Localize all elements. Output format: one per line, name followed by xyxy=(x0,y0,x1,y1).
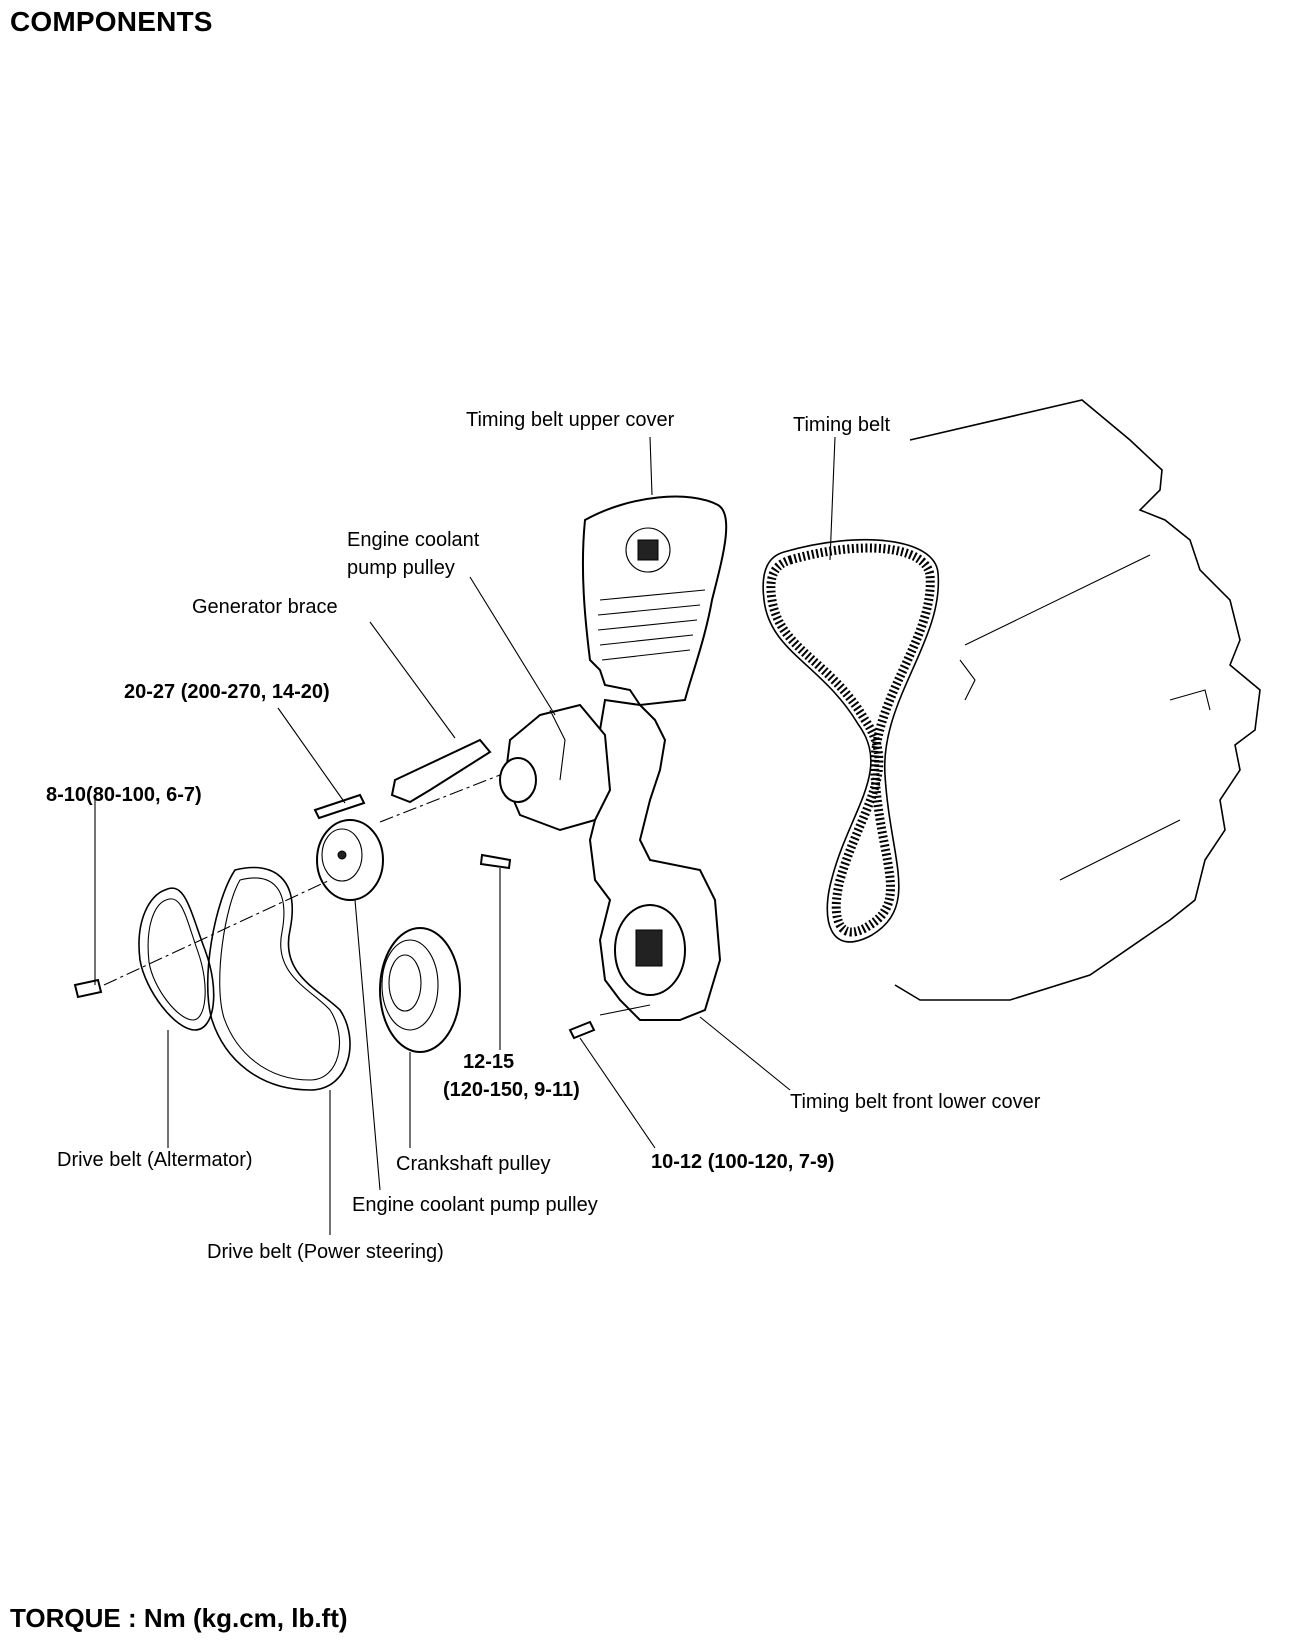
drive-belt-alternator-drawing xyxy=(138,887,215,1031)
label-crankshaft-pulley: Crankshaft pulley xyxy=(396,1153,551,1175)
label-torque-brace-bolt: 20-27 (200-270, 14-20) xyxy=(124,681,330,703)
cover-bolt-upper xyxy=(479,853,512,870)
label-torque-cover-bolt-1: 12-15 xyxy=(463,1051,515,1073)
label-drive-belt-alternator: Drive belt (Altermator) xyxy=(57,1149,253,1171)
engine-block-outline xyxy=(894,399,1261,1001)
engine-coolant-pump xyxy=(499,703,612,832)
label-timing-belt: Timing belt xyxy=(793,414,891,436)
brace-bolt xyxy=(313,793,366,820)
drive-belt-power-steering-drawing xyxy=(206,866,351,1091)
pulley-bolt xyxy=(73,978,103,999)
label-coolant-pump-pulley-top-1: Engine coolant xyxy=(347,529,480,551)
label-generator-brace: Generator brace xyxy=(192,596,338,618)
timing-belt-front-lower-cover xyxy=(588,698,722,1021)
label-torque-cover-bolt-2: (120-150, 9-11) xyxy=(443,1079,580,1101)
label-torque-lower-bolt: 10-12 (100-120, 7-9) xyxy=(651,1151,835,1173)
timing-belt xyxy=(762,538,940,943)
leader-lines xyxy=(94,436,836,1235)
label-drive-belt-power-steering: Drive belt (Power steering) xyxy=(207,1241,444,1263)
cover-bolt-lower xyxy=(568,1020,596,1040)
crankshaft-pulley-drawing xyxy=(379,927,461,1053)
label-timing-belt-upper-cover: Timing belt upper cover xyxy=(466,409,675,431)
timing-belt-upper-cover xyxy=(581,495,728,707)
coolant-pump-pulley-drawing xyxy=(316,819,384,901)
label-torque-pulley-bolt: 8-10(80-100, 6-7) xyxy=(46,784,202,806)
label-coolant-pump-pulley-top-2: pump pulley xyxy=(347,557,455,579)
label-timing-belt-front-lower-cover: Timing belt front lower cover xyxy=(790,1091,1041,1113)
page-heading: COMPONENTS xyxy=(10,6,213,37)
label-coolant-pump-pulley-bottom: Engine coolant pump pulley xyxy=(352,1194,598,1216)
torque-units-footer: TORQUE : Nm (kg.cm, lb.ft) xyxy=(10,1603,348,1633)
generator-brace xyxy=(390,738,492,804)
